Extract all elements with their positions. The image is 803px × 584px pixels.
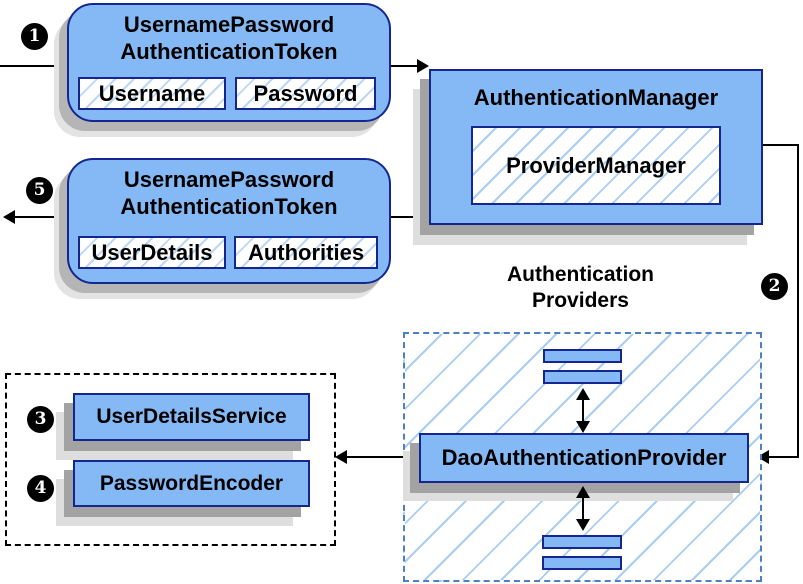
provider-manager-node: ProviderManager [471, 126, 721, 205]
arrow-up-icon [576, 388, 590, 400]
request-token-title-line2: AuthenticationToken [120, 39, 338, 64]
authentication-providers-heading-line1: Authentication [507, 263, 654, 286]
step-1-badge: 1 [21, 23, 48, 50]
connector-line-result-out [15, 216, 67, 218]
request-token-title: UsernamePassword AuthenticationToken [69, 11, 389, 65]
user-details-field: UserDetails [78, 236, 226, 269]
step-5-badge: 5 [26, 177, 53, 204]
step-3-badge: 3 [27, 406, 54, 433]
provider-placeholder-bar [542, 535, 622, 549]
request-token-title-line1: UsernamePassword [123, 12, 335, 37]
result-token-node: UsernamePassword AuthenticationToken Use… [67, 158, 391, 284]
password-encoder-node: PasswordEncoder [73, 460, 310, 507]
provider-placeholder-bar [542, 556, 622, 570]
username-field: Username [78, 77, 226, 110]
request-token-node: UsernamePassword AuthenticationToken Use… [67, 3, 391, 122]
arrow-right-icon [417, 59, 429, 73]
arrow-left-icon [3, 210, 15, 224]
connector-line-result-in [388, 216, 429, 218]
arrow-left-icon [335, 450, 347, 464]
arrow-down-icon [576, 519, 590, 531]
connector-line-request-in [0, 65, 67, 67]
authentication-providers-container: DaoAuthenticationProvider [403, 332, 762, 582]
provider-placeholder-bar [543, 349, 622, 363]
authentication-manager-title: AuthenticationManager [473, 85, 719, 110]
step-2-badge: 2 [761, 273, 788, 300]
connector-line-manager-to-provider-vertical [797, 144, 799, 458]
services-container [5, 373, 336, 546]
step-4-badge: 4 [27, 475, 54, 502]
arrow-down-icon [576, 421, 590, 433]
password-field: Password [235, 77, 376, 110]
connector-line-manager-to-provider-bottom [769, 456, 797, 458]
result-token-title: UsernamePassword AuthenticationToken [69, 166, 389, 220]
authentication-providers-heading: Authentication Providers [468, 262, 693, 314]
authentication-manager-node: AuthenticationManager ProviderManager [429, 69, 763, 225]
result-token-title-line2: AuthenticationToken [120, 194, 338, 219]
dao-authentication-provider-node: DaoAuthenticationProvider [419, 433, 749, 483]
provider-placeholder-bar [543, 370, 622, 384]
arrow-up-icon [576, 486, 590, 498]
result-token-title-line1: UsernamePassword [123, 167, 335, 192]
connector-line-manager-to-provider-top [759, 144, 799, 146]
double-arrow-line [582, 398, 584, 424]
authorities-field: Authorities [234, 236, 378, 269]
double-arrow-line [582, 496, 584, 522]
authentication-providers-heading-line2: Providers [532, 289, 629, 312]
connector-line-provider-to-services [347, 456, 419, 458]
connector-line-request-out [387, 65, 418, 67]
user-details-service-node: UserDetailsService [73, 393, 310, 441]
